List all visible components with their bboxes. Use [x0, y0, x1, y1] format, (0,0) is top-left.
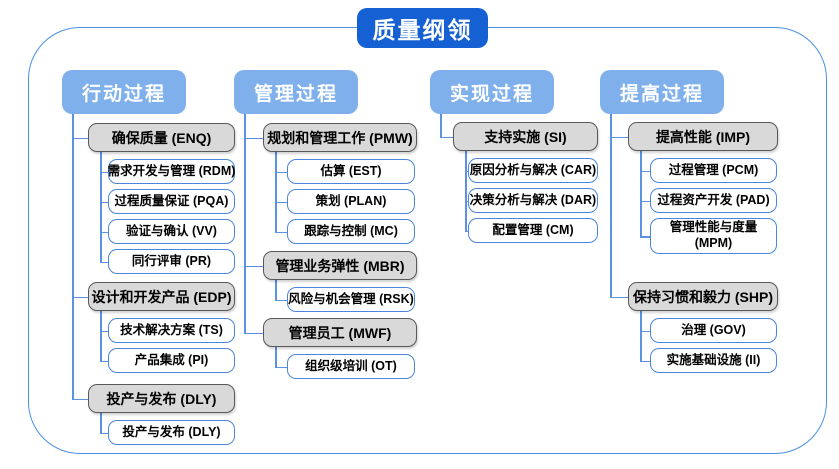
leaf-box: 原因分析与解决 (CAR)	[468, 158, 598, 183]
connector-line	[100, 360, 108, 362]
connector-line	[100, 311, 102, 361]
connector-line	[100, 231, 108, 233]
connector-line	[275, 231, 287, 233]
connector-line	[465, 200, 468, 202]
leaf-box: 需求开发与管理 (RDM)	[108, 159, 235, 184]
connector-line	[640, 200, 650, 202]
branch-header: 管理过程	[234, 70, 358, 114]
connector-line	[640, 360, 650, 362]
connector-line	[100, 261, 108, 263]
connector-line	[275, 347, 277, 367]
leaf-box: 决策分析与解决 (DAR)	[468, 188, 598, 213]
connector-line	[275, 201, 287, 203]
group-box: 投产与发布 (DLY)	[88, 384, 235, 413]
connector-line	[640, 170, 650, 172]
connector-line	[465, 170, 468, 172]
connector-line	[100, 152, 102, 262]
leaf-box: 估算 (EST)	[287, 159, 415, 184]
connector-line	[275, 171, 287, 173]
connector-line	[72, 137, 88, 139]
connector-line	[100, 201, 108, 203]
connector-line	[100, 432, 108, 434]
leaf-box: 配置管理 (CM)	[468, 218, 598, 243]
leaf-box: 风险与机会管理 (RSK)	[287, 287, 415, 312]
connector-line	[244, 265, 263, 267]
connector-line	[610, 114, 612, 297]
leaf-box: 投产与发布 (DLY)	[108, 420, 235, 445]
connector-line	[275, 366, 287, 368]
connector-line	[72, 398, 88, 400]
leaf-box: 同行评审 (PR)	[108, 249, 235, 274]
connector-line	[244, 332, 263, 334]
branch-header: 实现过程	[430, 70, 554, 114]
branch-header: 提高过程	[600, 70, 724, 114]
connector-line	[640, 236, 650, 238]
connector-line	[440, 114, 442, 137]
leaf-box: 跟踪与控制 (MC)	[287, 219, 415, 244]
group-box: 规划和管理工作 (PMW)	[263, 123, 417, 152]
connector-line	[275, 280, 277, 300]
leaf-box: 管理性能与度量 (MPM)	[650, 218, 777, 254]
leaf-box: 实施基础设施 (II)	[650, 348, 777, 373]
group-box: 保持习惯和毅力 (SHP)	[628, 282, 778, 311]
connector-line	[465, 151, 467, 231]
connector-line	[275, 299, 287, 301]
connector-line	[640, 151, 642, 236]
connector-line	[640, 311, 642, 361]
leaf-box: 治理 (GOV)	[650, 318, 777, 343]
leaf-box: 过程质量保证 (PQA)	[108, 189, 235, 214]
connector-line	[244, 137, 263, 139]
leaf-box: 过程资产开发 (PAD)	[650, 188, 777, 213]
connector-line	[465, 230, 468, 232]
leaf-box: 策划 (PLAN)	[287, 189, 415, 214]
group-box: 提高性能 (IMP)	[628, 122, 778, 151]
connector-line	[640, 330, 650, 332]
group-box: 确保质量 (ENQ)	[88, 123, 235, 152]
group-box: 管理员工 (MWF)	[263, 318, 417, 347]
leaf-box: 组织级培训 (OT)	[287, 354, 415, 379]
leaf-box: 产品集成 (PI)	[108, 348, 235, 373]
branch-header: 行动过程	[62, 70, 186, 114]
connector-line	[72, 114, 74, 399]
connector-line	[100, 171, 108, 173]
connector-line	[244, 114, 246, 333]
group-box: 管理业务弹性 (MBR)	[263, 251, 417, 280]
connector-line	[610, 296, 628, 298]
connector-line	[275, 152, 277, 232]
leaf-box: 验证与确认 (VV)	[108, 219, 235, 244]
connector-line	[610, 136, 628, 138]
leaf-box: 过程管理 (PCM)	[650, 158, 777, 183]
connector-line	[440, 136, 453, 138]
group-box: 设计和开发产品 (EDP)	[88, 282, 235, 311]
connector-line	[72, 296, 88, 298]
leaf-box: 技术解决方案 (TS)	[108, 318, 235, 343]
connector-line	[100, 413, 102, 433]
diagram-title: 质量纲领	[357, 8, 488, 48]
connector-line	[100, 330, 108, 332]
group-box: 支持实施 (SI)	[453, 122, 598, 151]
